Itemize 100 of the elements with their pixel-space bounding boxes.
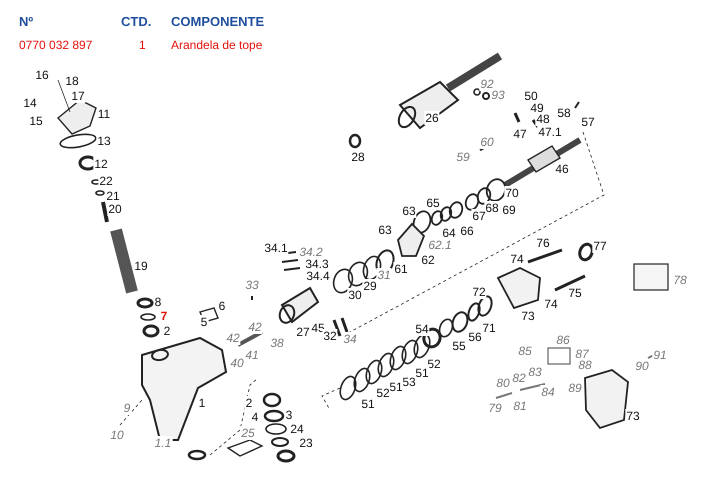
- callout-number: 6: [218, 299, 226, 313]
- callout-number: 51: [414, 366, 430, 380]
- callout-number: 64: [441, 226, 457, 240]
- callout-number: 78: [672, 273, 688, 287]
- callout-number: 3: [284, 408, 294, 422]
- callout-number: 66: [459, 224, 475, 238]
- callout-number: 51: [360, 397, 376, 411]
- callout-number: 85: [517, 344, 533, 358]
- callout-number: 34.1: [263, 241, 289, 255]
- callout-number: 33: [244, 278, 260, 292]
- callout-number: 56: [467, 330, 483, 344]
- callout-number: 11: [96, 107, 112, 121]
- callout-number: 4: [250, 410, 260, 424]
- callout-number: 90: [634, 359, 650, 373]
- callout-number: 15: [28, 114, 44, 128]
- callout-number: 52: [426, 357, 442, 371]
- callout-number: 20: [107, 202, 123, 216]
- callout-number: 63: [401, 204, 417, 218]
- callout-number: 55: [451, 339, 467, 353]
- callout-number: 31: [376, 268, 392, 282]
- callout-number: 50: [523, 89, 539, 103]
- callout-number: 38: [269, 336, 285, 350]
- callout-number: 12: [93, 157, 109, 171]
- column-header: CTD.: [120, 14, 152, 29]
- callout-number: 70: [504, 186, 520, 200]
- callout-number: 60: [479, 135, 495, 149]
- callout-number: 83: [527, 365, 543, 379]
- callout-number: 57: [580, 115, 596, 129]
- callout-number: 62: [420, 253, 436, 267]
- callout-number: 84: [540, 385, 556, 399]
- table-cell: Arandela de tope: [170, 38, 264, 52]
- callout-number: 75: [567, 286, 583, 300]
- callout-number: 79: [487, 401, 503, 415]
- callout-number: 54: [414, 322, 430, 336]
- callout-number: 22: [98, 174, 114, 188]
- callout-number: 34.4: [305, 269, 331, 283]
- callout-number: 93: [490, 88, 506, 102]
- callout-number: 82: [511, 371, 527, 385]
- callout-number: 73: [625, 409, 641, 423]
- callout-number: 1.1: [154, 436, 172, 450]
- callout-number: 34: [342, 332, 358, 346]
- callout-number: 73: [520, 309, 536, 323]
- callout-number: 24: [289, 422, 305, 436]
- callout-number: 2: [162, 324, 172, 338]
- callout-number: 10: [109, 428, 125, 442]
- callout-number: 42: [247, 320, 263, 334]
- callout-number: 61: [393, 262, 409, 276]
- callout-number: 76: [535, 236, 551, 250]
- callout-number: 63: [377, 223, 393, 237]
- callout-number: 86: [555, 333, 571, 347]
- callout-number: 69: [501, 203, 517, 217]
- callout-number: 91: [652, 348, 668, 362]
- callout-number: 19: [133, 259, 149, 273]
- table-cell: 1: [138, 38, 147, 52]
- callout-number: 29: [362, 279, 378, 293]
- callout-number: 72: [471, 285, 487, 299]
- callout-number: 62.1: [427, 238, 453, 252]
- callout-number: 1: [198, 396, 206, 410]
- callout-number: 51: [388, 380, 404, 394]
- column-header: COMPONENTE: [170, 14, 266, 29]
- callout-number: 77: [592, 239, 608, 253]
- callout-number: 74: [543, 297, 559, 311]
- callout-number: 16: [34, 68, 50, 82]
- callout-number: 13: [96, 134, 112, 148]
- callout-number: 27: [295, 325, 311, 339]
- callout-number: 30: [347, 288, 363, 302]
- callout-number: 71: [481, 321, 497, 335]
- callout-number: 32: [322, 329, 338, 343]
- callout-number: 14: [22, 96, 38, 110]
- callout-number: 7: [160, 309, 168, 323]
- callout-number: 2: [244, 396, 254, 410]
- callout-number: 67: [471, 209, 487, 223]
- callout-number: 9: [122, 401, 132, 415]
- callout-number: 47.1: [537, 125, 563, 139]
- callout-number: 47: [512, 127, 528, 141]
- table-cell: 0770 032 897: [18, 38, 94, 52]
- callout-number: 80: [495, 376, 511, 390]
- callout-number: 81: [512, 399, 528, 413]
- column-header: Nº: [18, 14, 34, 29]
- callout-number: 40: [229, 356, 245, 370]
- callout-number: 26: [424, 111, 440, 125]
- callout-number: 53: [401, 375, 417, 389]
- callout-number: 92: [479, 77, 495, 91]
- callout-number: 8: [154, 295, 162, 309]
- callout-number: 88: [577, 358, 593, 372]
- callout-number: 18: [64, 74, 80, 88]
- callout-number: 21: [105, 189, 121, 203]
- callout-number: 48: [535, 112, 551, 126]
- callout-number: 89: [567, 381, 583, 395]
- callout-number: 68: [484, 201, 500, 215]
- callout-number: 28: [350, 150, 366, 164]
- callout-number: 74: [509, 252, 525, 266]
- callout-number: 58: [556, 106, 572, 120]
- callout-number: 46: [554, 162, 570, 176]
- callout-number: 23: [298, 436, 314, 450]
- callout-number: 5: [200, 315, 208, 329]
- callout-number: 59: [455, 150, 471, 164]
- callout-number: 65: [425, 196, 441, 210]
- callout-number: 25: [240, 426, 256, 440]
- callout-number: 52: [375, 386, 391, 400]
